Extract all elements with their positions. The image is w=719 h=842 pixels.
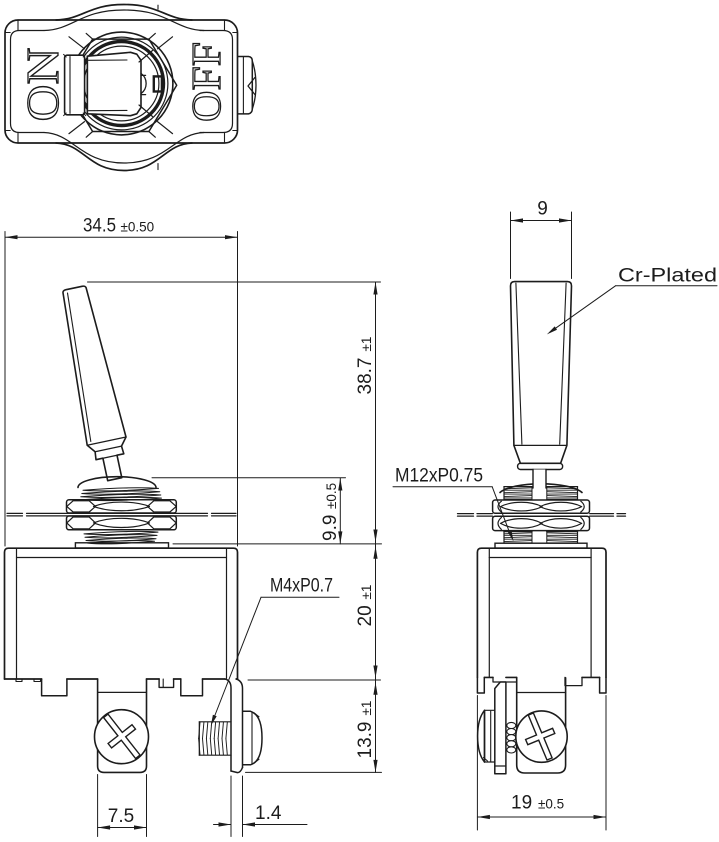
dim-body-height-value: 20 (355, 605, 376, 626)
dim-terminal-thickness-value: 1.4 (255, 803, 282, 824)
side-view-phillips-cross (524, 712, 556, 761)
dim-lever-height: 38.7 ±1 (355, 337, 376, 395)
dim-body-width: 34.5 ±0.50 (4, 216, 238, 547)
side-view-hex-nut-1 (491, 499, 591, 514)
front-view-center-terminal-stub (158, 678, 175, 689)
side-view-lever (509, 280, 573, 465)
label-finish: Cr-Plated (546, 266, 718, 335)
dim-terminal-length-tolerance: ±1 (359, 701, 374, 716)
side-view-hex-nut-2 (491, 515, 591, 532)
dim-body-depth-tolerance: ±0.5 (538, 797, 564, 812)
top-view-faceplate-outline (4, 19, 239, 144)
label-bushing-thread: M12xP0.75 (392, 466, 514, 542)
dim-chain-front: 38.7±1 9.9±0.5 20±1 13.9±1 (87, 281, 382, 773)
top-view-bat-tip (63, 54, 86, 116)
front-view-lever (62, 285, 127, 482)
dimensions: 34.5 ±0.50 38.7±1 9.9±0.5 20±1 13.9±1 9 … (4, 199, 718, 837)
dim-terminal-length: 13.9 ±1 (355, 701, 376, 759)
front-view-screw-terminal (96, 678, 148, 774)
top-view-bat-taper (86, 51, 142, 117)
dim-handle-width: 9 (510, 199, 572, 279)
side-view-flat-terminal-edge (494, 681, 507, 775)
front-view-bracket (224, 678, 232, 772)
front-view-thread-top (82, 487, 159, 492)
dim-terminal-width-value: 7.5 (108, 806, 134, 827)
dim-terminal-length-value: 13.9 (355, 722, 376, 759)
dim-body-height: 20±1 (355, 585, 376, 627)
top-view: ON OFF (4, 3, 257, 172)
front-view-foot-right (180, 678, 204, 697)
dim-body-height-tolerance: ±1 (359, 585, 374, 600)
dim-body-depth: 19 ±0.5 (476, 695, 607, 831)
side-view-front-screw-head-profile (476, 709, 486, 763)
side-view-foot-right (598, 676, 607, 694)
side-view-lever-ferrule (516, 462, 564, 471)
dim-bushing-height-tolerance: ±0.5 (324, 483, 339, 509)
screw-thread-text: M4xP0.7 (270, 576, 333, 597)
dim-terminal-width: 7.5 (97, 774, 147, 837)
dim-bushing-height: 9.9 ±0.5 (320, 483, 341, 541)
side-view-foot-left (476, 676, 486, 694)
front-view-dome (77, 475, 157, 489)
top-view-pivot (140, 72, 147, 95)
finish-text: Cr-Plated (618, 266, 717, 287)
front-view-body (3, 547, 239, 680)
dim-bushing-height-value: 9.9 (320, 515, 341, 541)
dim-lever-height-value: 38.7 (355, 358, 376, 395)
front-view-foot-left (40, 678, 68, 697)
dim-body-width-tolerance: ±0.50 (121, 220, 155, 235)
label-screw-thread: M4xP0.7 (210, 576, 340, 726)
dim-handle-width-value: 9 (537, 199, 548, 220)
top-view-wing-top (55, 3, 193, 21)
side-view (456, 280, 627, 775)
top-view-side-tab-slot (247, 76, 256, 96)
front-view (3, 285, 263, 774)
dim-body-depth-value: 19 (511, 793, 532, 814)
top-view-wing-bottom (55, 142, 193, 172)
bushing-thread-text: M12xP0.75 (395, 466, 483, 487)
dim-terminal-thickness: 1.4 (213, 775, 308, 837)
dim-body-width-value: 34.5 (83, 216, 116, 237)
front-view-thread-bottom (83, 530, 159, 536)
dim-lever-height-tolerance: ±1 (359, 337, 374, 352)
top-view-off-label: OFF (183, 42, 229, 122)
top-view-side-tab (237, 55, 254, 115)
front-view-phillips-cross (102, 713, 141, 760)
top-view-keyway-notch (152, 75, 164, 93)
side-view-screw-terminal (515, 677, 567, 774)
top-view-on-label: ON (17, 48, 68, 122)
side-view-body (476, 547, 607, 679)
